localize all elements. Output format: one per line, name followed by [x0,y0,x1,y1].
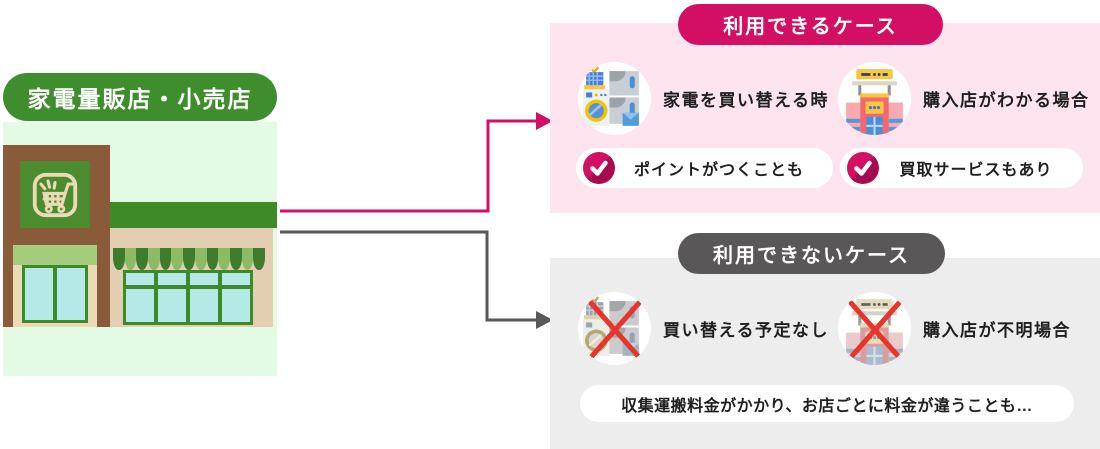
shopping-cart-icon [32,172,78,217]
arrowhead-can-use [536,112,553,130]
note-badge: ポイントがつくことも [576,148,833,188]
store-door-windows [22,265,88,323]
case-label: 買い替える予定なし [663,321,829,340]
arrowhead-cannot-use [536,311,553,329]
check-icon [583,152,615,184]
store-building-crossed-icon [838,292,911,365]
can-use-title: 利用できるケース [723,16,898,38]
store-building-icon [838,62,911,135]
note-label: ポイントがつくことも [633,162,804,179]
source-label-pill: 家電量販店・小売店 [3,73,277,121]
appliances-icon [578,62,651,135]
case-label: 家電を買い替える時 [663,91,829,110]
appliances-crossed-icon [578,292,651,365]
store-door-awning [13,245,97,265]
can-use-title-pill: 利用できるケース [678,4,943,45]
note-label: 買取サービスもあり [899,162,1053,179]
fee-note: 収集運搬料金がかかり、お店ごとに料金が違うことも… [621,397,1033,415]
fee-note-pill: 収集運搬料金がかかり、お店ごとに料金が違うことも… [580,385,1074,422]
store-windows [123,270,253,325]
source-label: 家電量販店・小売店 [27,86,253,112]
cross-mark [588,300,642,360]
arrow-to-can-use [280,119,536,213]
store-fascia [110,202,277,228]
arrow-to-cannot-use [280,230,536,322]
cross-mark [848,300,902,360]
cannot-use-title-pill: 利用できないケース [678,233,945,274]
check-icon [847,152,879,184]
case-label: 購入店が不明場合 [923,321,1071,340]
note-badge: 買取サービスもあり [840,148,1083,188]
case-label: 購入店がわかる場合 [923,91,1090,110]
cannot-use-title: 利用できないケース [713,245,910,267]
store-awning [113,248,265,270]
store-sign [20,161,90,228]
storefront-illustration [3,122,277,376]
